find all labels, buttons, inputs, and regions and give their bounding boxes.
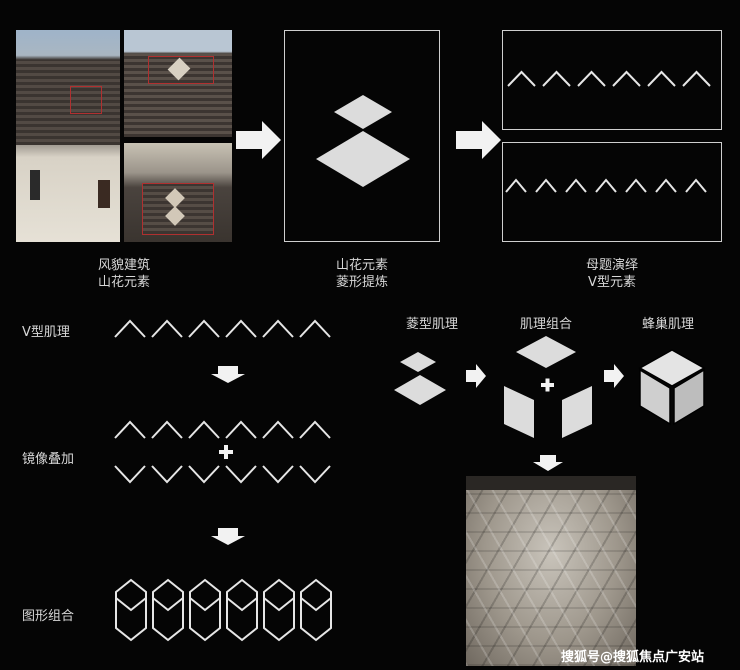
right-rhombus [562,386,592,438]
chevron-up-icon [299,420,331,439]
chevron-up-icon [507,70,536,87]
arrow-down-icon [211,528,245,545]
photos-caption-line2: 山花元素 [97,275,151,290]
chevron-up-icon [655,178,677,193]
cube-right [673,368,705,426]
chevron-up-icon [625,178,647,193]
chevron-up-icon [262,420,294,439]
chevron-up-icon [647,70,676,87]
label-v-texture: V型肌理 [22,325,70,340]
chevron-up-icon [114,319,146,338]
arrow-down-icon [533,455,563,471]
small-rhombus [400,352,436,372]
gable-photo-bottom [124,143,232,242]
top-rhombus [516,336,576,368]
chevron-up-icon [682,70,711,87]
extract-caption-line1: 山花元素 [335,258,389,273]
chevron-up-icon [151,319,183,338]
inner-chevron [115,597,147,612]
chevron-up-icon [188,319,220,338]
extract-caption-line2: 菱形提炼 [335,275,389,290]
label-diamond-texture: 菱型肌理 [405,317,459,332]
chevron-up-icon [542,70,571,87]
label-honeycomb: 蜂巢肌理 [641,317,695,332]
inner-chevron [189,597,221,612]
label-combine: 肌理组合 [519,317,573,332]
chevron-up-icon [685,178,707,193]
chevron-up-icon [225,420,257,439]
v-pattern-frame-top [502,30,722,130]
hexagon-outline [152,578,184,642]
small-rhombus [334,95,392,129]
arrow-right-icon [604,364,624,388]
hexagon-outline [263,578,295,642]
chevron-up-icon [114,420,146,439]
large-rhombus [316,131,410,187]
v-pattern-frame-bottom [502,142,722,242]
honeycomb-wall-photo [466,476,636,666]
chevron-up-icon [188,420,220,439]
hexagon-outline [115,578,147,642]
chevron-up-icon [505,178,527,193]
chevron-up-icon [225,319,257,338]
chevron-up-icon [299,319,331,338]
chevron-up-icon [262,319,294,338]
chevron-down-icon [262,465,294,484]
chevron-up-icon [595,178,617,193]
chevron-down-icon [188,465,220,484]
inner-chevron [152,597,184,612]
chevron-down-icon [151,465,183,484]
inner-chevron [263,597,295,612]
chevron-up-icon [577,70,606,87]
left-rhombus [504,386,534,438]
inner-chevron [226,597,258,612]
chevron-down-icon [114,465,146,484]
hexagon-outline [300,578,332,642]
label-combo: 图形组合 [22,609,75,624]
large-rhombus [394,375,446,405]
chevron-down-icon [225,465,257,484]
derive-caption-line1: 母题演绎 [585,258,639,273]
gable-photo-top [124,30,232,137]
photos-caption-line1: 风貌建筑 [97,258,151,273]
chevron-up-icon [535,178,557,193]
chevron-up-icon [565,178,587,193]
building-photo [16,30,120,242]
rhombus-extract-frame [284,30,440,242]
derive-caption-line2: V型元素 [588,275,636,290]
hexagon-outline [226,578,258,642]
cube-left [639,368,671,426]
cube-top [638,349,706,387]
chevron-up-icon [151,420,183,439]
chevron-down-icon [299,465,331,484]
arrow-right-icon [456,121,501,159]
arrow-down-icon [211,366,245,383]
watermark: 搜狐号@搜狐焦点广安站 [561,650,705,665]
arrow-right-icon [466,364,486,388]
label-mirror: 镜像叠加 [22,452,75,467]
arrow-right-icon [236,121,281,159]
inner-chevron [300,597,332,612]
chevron-up-icon [612,70,641,87]
hexagon-outline [189,578,221,642]
